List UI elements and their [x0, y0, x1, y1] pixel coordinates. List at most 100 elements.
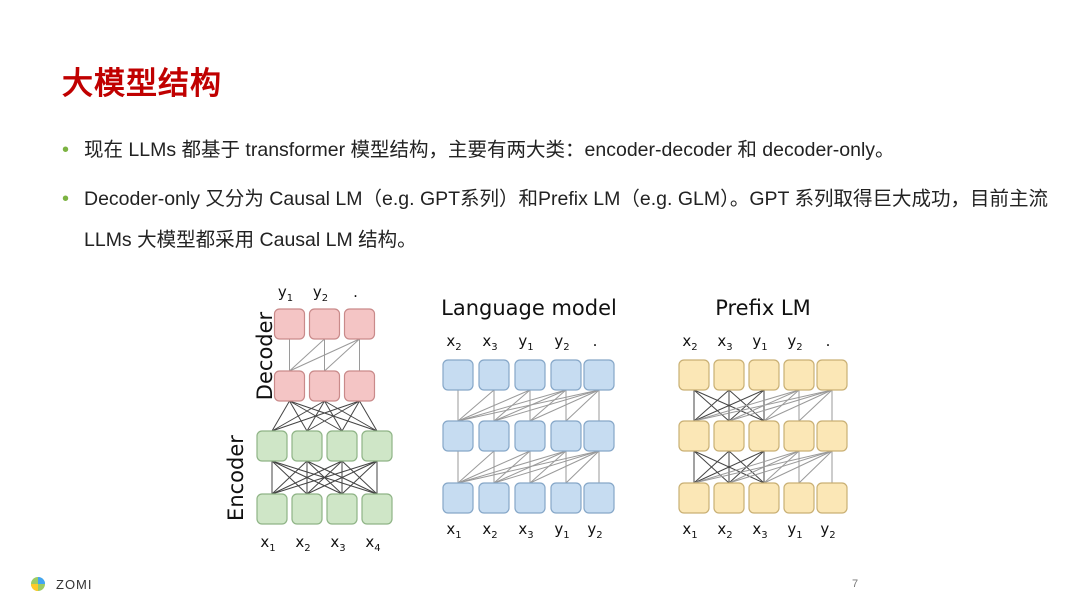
lm-bottom-node-5 [583, 482, 615, 514]
lm-input-token: y2 [587, 520, 602, 541]
slide-title: 大模型结构 [62, 66, 222, 102]
lm-bottom-node-3 [514, 482, 546, 514]
ed-output-token: y2 [313, 283, 328, 304]
lm-causal-connection [529, 389, 600, 422]
prefix-input-token: y2 [820, 520, 835, 541]
lm-causal-connection [529, 450, 600, 484]
encoder-decoder-connection [359, 400, 378, 432]
encoder-decoder-connection [341, 400, 360, 432]
prefix-dense-connection [693, 450, 765, 484]
lm-output-token: y1 [518, 332, 533, 353]
lm-bottom-node-2 [478, 482, 510, 514]
lm-bottom-node-4 [550, 482, 582, 514]
lm-causal-connection [457, 450, 600, 484]
lm-top-node-4 [550, 359, 582, 391]
prefix-middle-node-2 [713, 420, 745, 452]
encoder-dense-connection [306, 460, 378, 495]
decoder-causal-connection [289, 338, 325, 372]
prefix-causal-connection [693, 450, 833, 484]
prefix-output-token: y1 [752, 332, 767, 353]
prefix-dense-connection [693, 389, 765, 422]
prefix-bottom-node-2 [713, 482, 745, 514]
lm-top-node-1 [442, 359, 474, 391]
bullet-item-1: • 现在 LLMs 都基于 transformer 模型结构，主要有两大类：en… [62, 130, 1052, 171]
lm-top-node-2 [478, 359, 510, 391]
lm-causal-connection [493, 389, 600, 422]
lm-middle-node-3 [514, 420, 546, 452]
ed-input-token: x2 [295, 533, 310, 554]
prefix-top-node-4 [783, 359, 815, 391]
lm-causal-connection [457, 450, 495, 484]
lm-middle-node-1 [442, 420, 474, 452]
decoder-top-node-1 [273, 308, 306, 340]
lm-causal-connection [457, 389, 495, 422]
encoder-bottom-node-3 [326, 493, 358, 525]
lm-title: Language model [441, 296, 617, 320]
lm-causal-connection [565, 450, 600, 484]
encoder-decoder-connection [306, 400, 360, 432]
prefix-bottom-node-3 [748, 482, 780, 514]
encoder-top-node-2 [291, 430, 323, 462]
prefix-input-token: x3 [752, 520, 767, 541]
lm-causal-connection [457, 389, 567, 422]
bullet-dot-icon: • [62, 188, 70, 210]
prefix-causal-connection [728, 389, 833, 422]
bullet-text-2: Decoder-only 又分为 Causal LM（e.g. GPT系列）和P… [84, 188, 1048, 251]
prefix-top-node-2 [713, 359, 745, 391]
lm-input-token: y1 [554, 520, 569, 541]
encoder-label: Encoder [224, 435, 248, 521]
decoder-bottom-node-3 [343, 370, 376, 402]
prefix-causal-connection [693, 389, 800, 422]
prefix-top-node-3 [748, 359, 780, 391]
lm-top-node-3 [514, 359, 546, 391]
lm-input-token: x3 [518, 520, 533, 541]
prefix-dense-connection [693, 389, 730, 422]
lm-causal-connection [457, 450, 531, 484]
footer-brand: ZOMI [56, 577, 93, 592]
prefix-input-token: y1 [787, 520, 802, 541]
prefix-causal-connection [798, 450, 833, 484]
page-number: 7 [852, 578, 859, 590]
ed-output-token: y1 [278, 283, 293, 304]
bullet-dot-icon: • [62, 139, 70, 161]
ed-output-token: . [353, 283, 358, 301]
prefix-output-token: y2 [787, 332, 802, 353]
lm-bottom-node-1 [442, 482, 474, 514]
prefix-dense-connection [693, 450, 730, 484]
encoder-top-node-1 [256, 430, 288, 462]
decoder-bottom-node-1 [273, 370, 306, 402]
prefix-bottom-node-4 [783, 482, 815, 514]
encoder-top-node-3 [326, 430, 358, 462]
lm-output-token: . [593, 332, 598, 350]
lm-middle-node-5 [583, 420, 615, 452]
prefix-input-token: x1 [682, 520, 697, 541]
prefix-bottom-node-1 [678, 482, 710, 514]
prefix-middle-node-1 [678, 420, 710, 452]
connection-lines [271, 338, 833, 495]
ed-input-token: x1 [260, 533, 275, 554]
prefix-middle-node-4 [783, 420, 815, 452]
lm-output-token: y2 [554, 332, 569, 353]
encoder-decoder-connection [271, 400, 325, 432]
bullet-item-2: • Decoder-only 又分为 Causal LM（e.g. GPT系列）… [62, 179, 1052, 261]
prefix-causal-connection [693, 389, 833, 422]
encoder-dense-connection [341, 460, 378, 495]
decoder-top-node-3 [343, 308, 376, 340]
encoder-top-node-4 [361, 430, 393, 462]
lm-output-token: x2 [446, 332, 461, 353]
lm-causal-connection [457, 450, 567, 484]
prefix-bottom-node-5 [816, 482, 848, 514]
lm-input-token: x2 [482, 520, 497, 541]
prefix-middle-node-3 [748, 420, 780, 452]
prefix-input-token: x2 [717, 520, 732, 541]
decoder-top-node-2 [308, 308, 341, 340]
encoder-dense-connection [271, 460, 308, 495]
bullet-list: • 现在 LLMs 都基于 transformer 模型结构，主要有两大类：en… [62, 130, 1052, 261]
lm-causal-connection [457, 389, 600, 422]
prefix-causal-connection [763, 389, 833, 422]
encoder-dense-connection [271, 460, 378, 495]
lm-input-token: x1 [446, 520, 461, 541]
lm-output-token: x3 [482, 332, 497, 353]
